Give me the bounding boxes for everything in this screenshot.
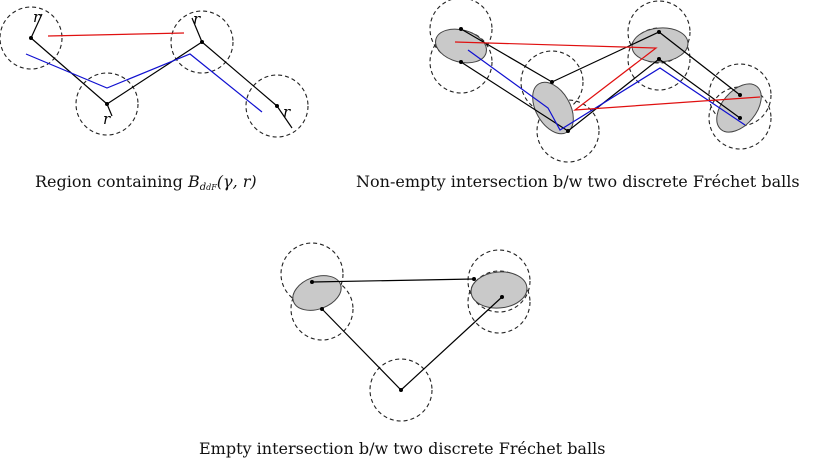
ball-a2	[467, 249, 531, 313]
vertex-dot	[566, 129, 570, 133]
ball-a1	[280, 242, 344, 306]
caption-text: Region containing	[35, 172, 188, 191]
ball-b3	[627, 27, 691, 91]
ball-a3	[627, 0, 691, 64]
radius-label-1: r	[33, 8, 41, 26]
ball-a2	[520, 50, 584, 114]
radius-line-4	[276, 105, 293, 129]
vertex-dot	[472, 277, 476, 281]
ball-b4	[708, 86, 772, 150]
curve-b	[460, 58, 741, 132]
intersection-region	[716, 83, 762, 133]
vertex-dot	[459, 27, 463, 31]
ball-c	[369, 358, 433, 422]
ball-b2	[467, 270, 531, 334]
blue-curve	[25, 53, 263, 113]
red-curve	[454, 41, 761, 111]
caption-math-symbol: B	[187, 172, 200, 191]
ball-a4	[708, 63, 772, 127]
panel-1-region: r r r r	[0, 6, 309, 138]
vertex-dot	[29, 36, 33, 40]
intersection-region	[292, 275, 342, 311]
vertex-dot	[200, 40, 204, 44]
radius-line-2	[106, 103, 113, 117]
ball-2	[75, 72, 139, 136]
vertex-dot	[657, 57, 661, 61]
radius-label-2: r	[103, 110, 111, 128]
ball-b1	[290, 277, 354, 341]
vertex-dot	[275, 104, 279, 108]
caption-sub-dF: dF	[206, 183, 217, 192]
center-curve	[30, 37, 278, 107]
caption-panel-2: Non-empty intersection b/w two discrete …	[356, 172, 800, 191]
panel-2-nonempty	[429, 0, 772, 163]
radius-label-4: r	[283, 103, 291, 121]
ball-4	[245, 74, 309, 138]
vertex-dot	[310, 280, 314, 284]
radius-label-3: r	[193, 10, 201, 28]
vertex-dot	[657, 30, 661, 34]
ball-b1	[429, 30, 493, 94]
ball-3	[170, 10, 234, 74]
ball-b2	[536, 99, 600, 163]
vertex-dot	[105, 102, 109, 106]
blue-curve	[467, 49, 746, 131]
caption-args: (γ, r)	[216, 172, 257, 191]
ball-1	[0, 6, 63, 70]
vertex-dot	[500, 295, 504, 299]
caption-panel-3: Empty intersection b/w two discrete Fréc…	[199, 439, 606, 458]
red-curve	[47, 32, 185, 37]
curve-b	[321, 296, 503, 391]
intersection-region	[470, 271, 528, 309]
radius-line-3	[191, 17, 203, 43]
caption-panel-1: Region containing BddF(γ, r)	[35, 174, 257, 193]
caption-sub-d: d	[199, 182, 207, 193]
radius-line-1	[30, 13, 43, 39]
ball-a1	[429, 0, 493, 61]
vertex-dot	[738, 116, 742, 120]
vertex-dot	[399, 388, 403, 392]
vertex-dot	[320, 307, 324, 311]
vertex-dot	[550, 80, 554, 84]
panel-3-empty	[280, 242, 531, 422]
curve-a	[460, 28, 741, 96]
caption-subscript: ddF	[200, 182, 217, 193]
curve-a	[311, 278, 475, 283]
vertex-dot	[738, 93, 742, 97]
vertex-dot	[459, 60, 463, 64]
